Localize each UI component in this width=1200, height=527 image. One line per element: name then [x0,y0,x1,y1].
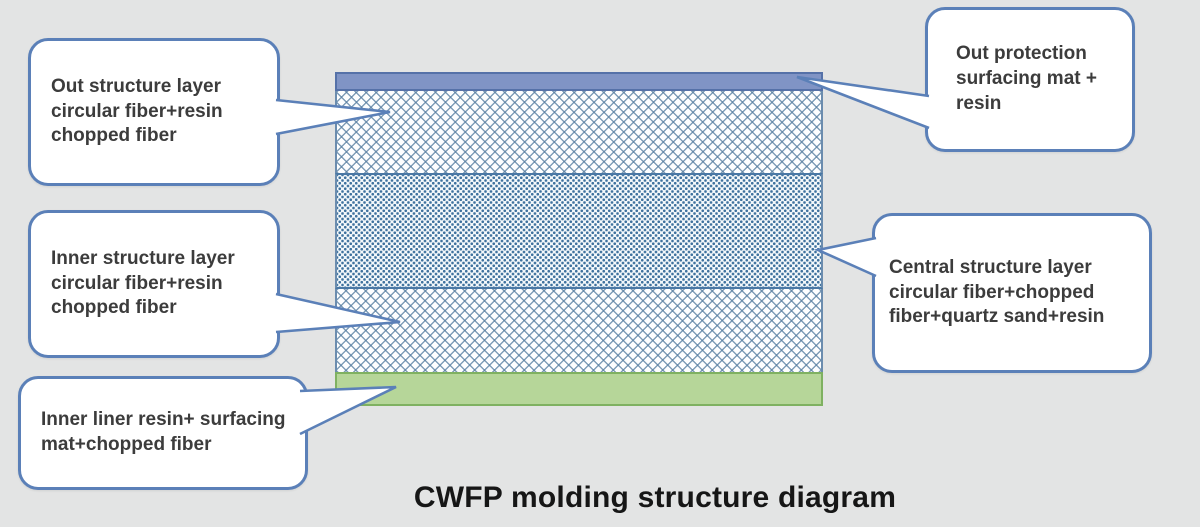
layer-out-protection [335,72,823,91]
layer-inner-liner [335,372,823,406]
callout-out-protection-label: Out protection surfacing mat + resin [956,43,1097,114]
layer-out-structure [335,91,823,173]
callout-central-structure: Central structure layer circular fiber+c… [872,213,1152,373]
callout-inner-liner-label: Inner liner resin+ surfacing mat+chopped… [41,409,286,455]
callout-inner-structure-label: Inner structure layer circular fiber+res… [51,247,235,319]
layer-inner-structure [335,289,823,372]
layer-central-structure [335,173,823,289]
callout-out-protection: Out protection surfacing mat + resin [925,7,1135,152]
diagram-title: CWFP molding structure diagram [413,481,897,514]
callout-out-structure: Out structure layer circular fiber+resin… [28,38,280,186]
callout-central-structure-label: Central structure layer circular fiber+c… [889,256,1105,328]
callout-tail-central-structure-edge [813,236,877,278]
callout-inner-structure: Inner structure layer circular fiber+res… [28,210,280,358]
layer-stack [335,72,823,406]
callout-inner-liner: Inner liner resin+ surfacing mat+chopped… [18,376,308,490]
callout-tail-central-structure [818,238,876,276]
callout-out-structure-label: Out structure layer circular fiber+resin… [51,75,223,147]
